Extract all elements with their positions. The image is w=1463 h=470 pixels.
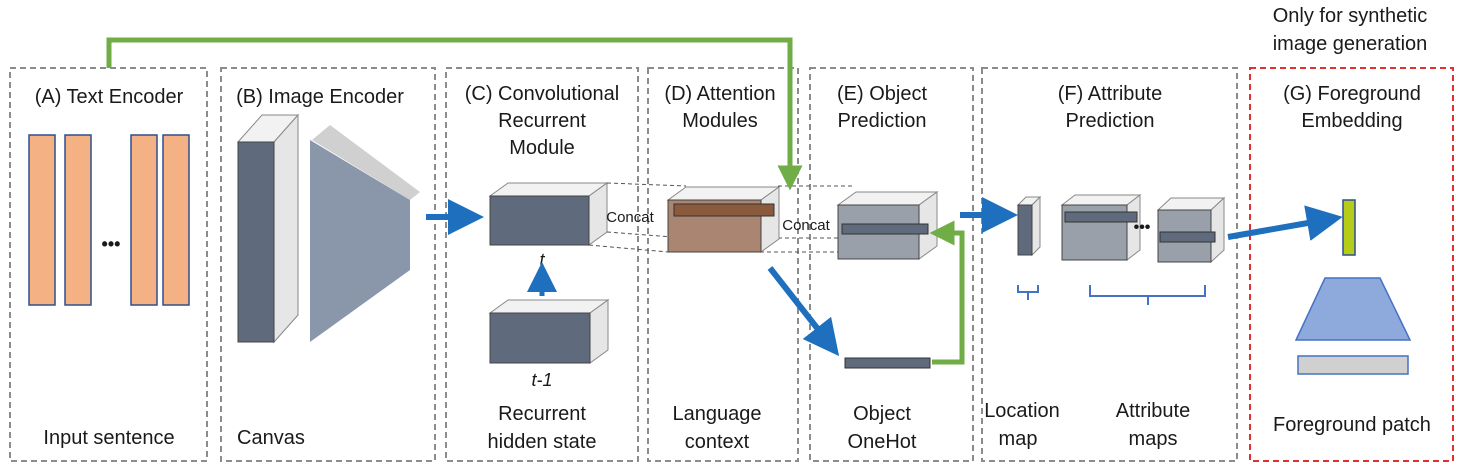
module-box-text-encoder — [9, 67, 208, 462]
object-prediction-footer-2: OneHot — [848, 431, 917, 453]
location-map-footer-2: map — [999, 428, 1038, 450]
attribute-prediction-title-2: Prediction — [1066, 110, 1155, 132]
arrow-onehot-feedback — [929, 220, 965, 365]
module-box-attribute-prediction — [981, 67, 1238, 462]
concat-label-1: Concat — [606, 209, 654, 226]
conv-recurrent-footer-1: Recurrent — [498, 403, 586, 425]
attention-footer-2: context — [685, 431, 750, 453]
attribute-ellipsis: ••• — [1134, 219, 1151, 236]
t-label: t — [539, 250, 545, 270]
foreground-encoder-trapezoid — [1294, 277, 1412, 341]
module-box-foreground-embedding — [1249, 67, 1454, 462]
word-vector-1 — [28, 134, 56, 306]
attribute-maps-footer-1: Attribute — [1116, 400, 1190, 422]
module-box-object-prediction — [809, 67, 974, 462]
attention-title-2: Modules — [682, 110, 758, 132]
conv-recurrent-title-3: Module — [509, 137, 575, 159]
module-box-attention — [647, 67, 799, 462]
object-prediction-title-1: (E) Object — [837, 83, 927, 105]
text-encoder-title: (A) Text Encoder — [35, 86, 184, 108]
object-prediction-block — [836, 191, 939, 260]
word-vector-4 — [162, 134, 190, 306]
conv-recurrent-title-1: (C) Convolutional — [465, 83, 620, 105]
attention-title-1: (D) Attention — [664, 83, 775, 105]
image-encoder-funnel — [310, 125, 420, 342]
attention-block — [666, 186, 781, 253]
attribute-map-block-n — [1156, 196, 1226, 264]
object-onehot-vector — [844, 357, 931, 369]
note-line-1: Only for synthetic — [1273, 5, 1428, 27]
word-vector-3 — [130, 134, 158, 306]
foreground-patch — [1297, 355, 1409, 375]
arrow-attention-to-onehot — [767, 266, 840, 357]
location-map-block — [1016, 195, 1042, 257]
location-brace — [1017, 285, 1039, 300]
conv-recurrent-footer-2: hidden state — [488, 431, 597, 453]
note-line-2: image generation — [1273, 33, 1428, 55]
hidden-state-t-minus-block — [488, 299, 610, 364]
attention-footer-1: Language — [673, 403, 762, 425]
module-box-image-encoder — [220, 67, 436, 462]
attribute-prediction-title-1: (F) Attribute — [1058, 83, 1162, 105]
canvas-feature-block — [236, 113, 300, 344]
text-encoder-ellipsis: ••• — [102, 234, 121, 254]
location-map-footer-1: Location — [984, 400, 1060, 422]
concat-label-2: Concat — [782, 217, 830, 234]
arrow-text-to-attention — [106, 37, 803, 191]
hidden-state-t-block — [488, 182, 609, 246]
image-encoder-title: (B) Image Encoder — [236, 86, 404, 108]
attribute-brace — [1089, 285, 1206, 305]
arrow-f-to-g — [1227, 205, 1343, 241]
word-vector-2 — [64, 134, 92, 306]
foreground-embedding-vector — [1342, 199, 1356, 256]
object-prediction-footer-1: Object — [853, 403, 911, 425]
module-box-conv-recurrent — [445, 67, 639, 462]
foreground-embedding-footer: Foreground patch — [1273, 414, 1431, 436]
text-encoder-footer: Input sentence — [43, 427, 174, 449]
foreground-embedding-title-2: Embedding — [1301, 110, 1402, 132]
foreground-embedding-title-1: (G) Foreground — [1283, 83, 1421, 105]
attribute-maps-footer-2: maps — [1129, 428, 1178, 450]
object-prediction-title-2: Prediction — [838, 110, 927, 132]
t-minus-label: t-1 — [531, 370, 552, 390]
attribute-map-block-1 — [1060, 193, 1142, 262]
image-encoder-footer: Canvas — [237, 427, 305, 449]
conv-recurrent-title-2: Recurrent — [498, 110, 586, 132]
